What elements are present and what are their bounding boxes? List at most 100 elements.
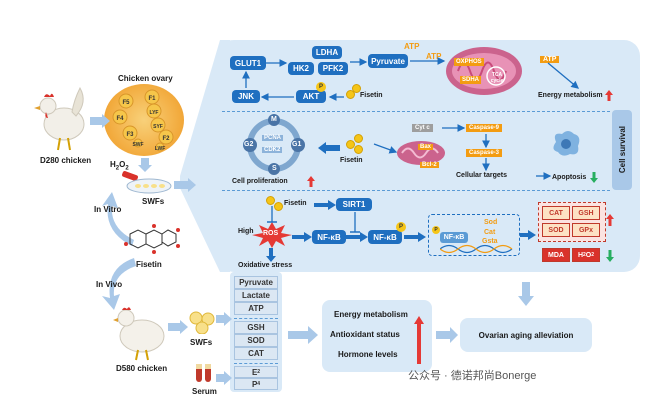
phase-g2: G2 xyxy=(244,141,254,148)
in-vitro-arrow xyxy=(102,192,134,246)
atp-2: ATP xyxy=(426,52,442,61)
in-vitro-label: In Vitro xyxy=(94,205,122,214)
fisetin-energy-label: Fisetin xyxy=(360,92,383,99)
fisetin-mid-label: Fisetin xyxy=(340,157,363,164)
arrow-serum-to-tiles xyxy=(216,371,232,385)
arrow-plate-to-panel xyxy=(174,178,196,192)
marker-h2o2-sub2: 2 xyxy=(591,252,595,258)
h2o2-label: H2O2 xyxy=(110,160,129,172)
marker-sod: SOD xyxy=(542,223,570,237)
h2o2-h: H xyxy=(110,160,116,169)
node-nfkb-2: NF-κB xyxy=(368,230,402,244)
fisetin-dot-mid-c xyxy=(354,145,363,154)
cell-survival-strip: Cell survival xyxy=(612,110,632,190)
node-hk2: HK2 xyxy=(288,62,314,75)
gene-sod: Sod xyxy=(484,219,498,226)
in-vivo-arrow xyxy=(102,258,136,310)
marker-gpx: GPx xyxy=(572,223,600,237)
energy-up-arrow xyxy=(605,90,613,101)
fisetin-dots-energy-a xyxy=(346,90,355,99)
node-nfkb-1: NF-κB xyxy=(312,230,346,244)
metric-p4-sub: 4 xyxy=(257,381,261,387)
outcomes-box xyxy=(322,300,432,372)
apoptosis-down-arrow xyxy=(590,172,598,183)
atp-3: ATP xyxy=(540,56,560,63)
prolif-up-arrow xyxy=(307,176,315,187)
swfs-bottom-label: SWFs xyxy=(190,338,213,347)
node-glut1: GLUT1 xyxy=(230,56,266,70)
fisetin-dot-bottom-b xyxy=(274,202,283,211)
rooster-icon xyxy=(34,86,85,151)
arrow-box-to-result xyxy=(436,327,458,343)
follicle-label-lwf: LWF xyxy=(155,146,166,152)
marker-gsh: GSH xyxy=(572,206,600,220)
phase-s: S xyxy=(272,165,277,172)
oxidative-stress-label: Oxidative stress xyxy=(238,262,293,269)
prolif-outcome-label: Cell proliferation xyxy=(232,178,288,185)
follicle-label-f1: F1 xyxy=(148,96,156,102)
sdha-label: SDHA xyxy=(460,76,482,84)
zoom-wedge xyxy=(180,40,230,272)
d280-label: D280 chicken xyxy=(40,156,92,165)
atp-1: ATP xyxy=(404,42,420,51)
arrow-fisetin-to-cycle xyxy=(318,142,340,154)
follicle-label-syf: SYF xyxy=(153,124,163,130)
fisetin-molecule xyxy=(124,224,180,254)
in-vivo-label: In Vivo xyxy=(96,280,123,289)
h2o2-sub2: 2 xyxy=(125,165,129,172)
outcomes-up-arrow xyxy=(414,316,424,364)
marker-h2o2-sub1: 2 xyxy=(583,252,586,258)
fisetin-dots-energy-b xyxy=(352,84,361,93)
p-badge-nfkb: P xyxy=(396,222,406,232)
follicle-lwf xyxy=(155,142,165,152)
metric-pyruvate: Pyruvate xyxy=(234,276,278,289)
follicle-f5 xyxy=(118,93,134,109)
h2o2-sub1: 2 xyxy=(115,165,120,172)
gene-cat: Cat xyxy=(484,229,496,236)
arrow-ros-to-nfkb xyxy=(292,232,312,242)
follicle-f4 xyxy=(112,109,128,125)
node-nfkb-3: NF-κB xyxy=(440,232,468,243)
follicle-f3 xyxy=(122,125,138,141)
apoptotic-cell-icon xyxy=(553,131,580,156)
arrow-swfs-to-tiles xyxy=(216,312,232,326)
fisetin-dot-mid-b xyxy=(354,134,363,143)
fisetin-dot-bottom-a xyxy=(266,196,275,205)
outcome-energy: Energy metabolism xyxy=(334,310,408,319)
fisetin-left-label: Fisetin xyxy=(136,260,162,269)
energy-outcome-label: Energy metabolism xyxy=(538,92,603,99)
gene-gsta: Gsta xyxy=(482,238,498,245)
ros-label: ROS xyxy=(263,230,279,237)
cell-survival-label: Cell survival xyxy=(617,126,627,174)
arrow-nfkb1-to-nfkb2 xyxy=(346,232,368,242)
dna-icon xyxy=(440,244,513,254)
arrow-panel-to-result xyxy=(518,282,534,306)
metric-sep-1 xyxy=(234,318,278,319)
result-text: Ovarian aging alleviation xyxy=(478,330,574,340)
arrow-ros-down xyxy=(266,248,276,262)
follicle-label-f3: F3 xyxy=(126,132,134,138)
pcna-label: PCNA xyxy=(262,135,284,141)
dropper-icon xyxy=(122,171,138,181)
bax-label: Bax xyxy=(418,144,434,150)
phase-g1: G1 xyxy=(292,141,302,148)
high-label: High xyxy=(238,228,254,235)
marker-h2o2-o: O xyxy=(585,251,592,259)
node-sirt1: SIRT1 xyxy=(336,198,372,211)
oxphos-label: OXPHOS xyxy=(454,58,484,66)
follicle-label-lyf: LYF xyxy=(150,110,159,116)
metric-gsh: GSH xyxy=(234,321,278,334)
follicle-f2 xyxy=(158,129,174,145)
tca-label: TCA cycle xyxy=(490,72,504,84)
follicle-label-f2: F2 xyxy=(162,136,170,142)
node-jnk: JNK xyxy=(232,90,260,103)
cell-cycle-diagram xyxy=(243,114,305,175)
node-pyruvate: Pyruvate xyxy=(368,54,408,68)
marker-mda: MDA xyxy=(542,248,570,262)
marker-h2o2-h: H xyxy=(577,251,584,259)
metric-atp: ATP xyxy=(234,302,278,315)
serum-label: Serum xyxy=(192,387,217,396)
result-box: Ovarian aging alleviation xyxy=(460,318,592,352)
